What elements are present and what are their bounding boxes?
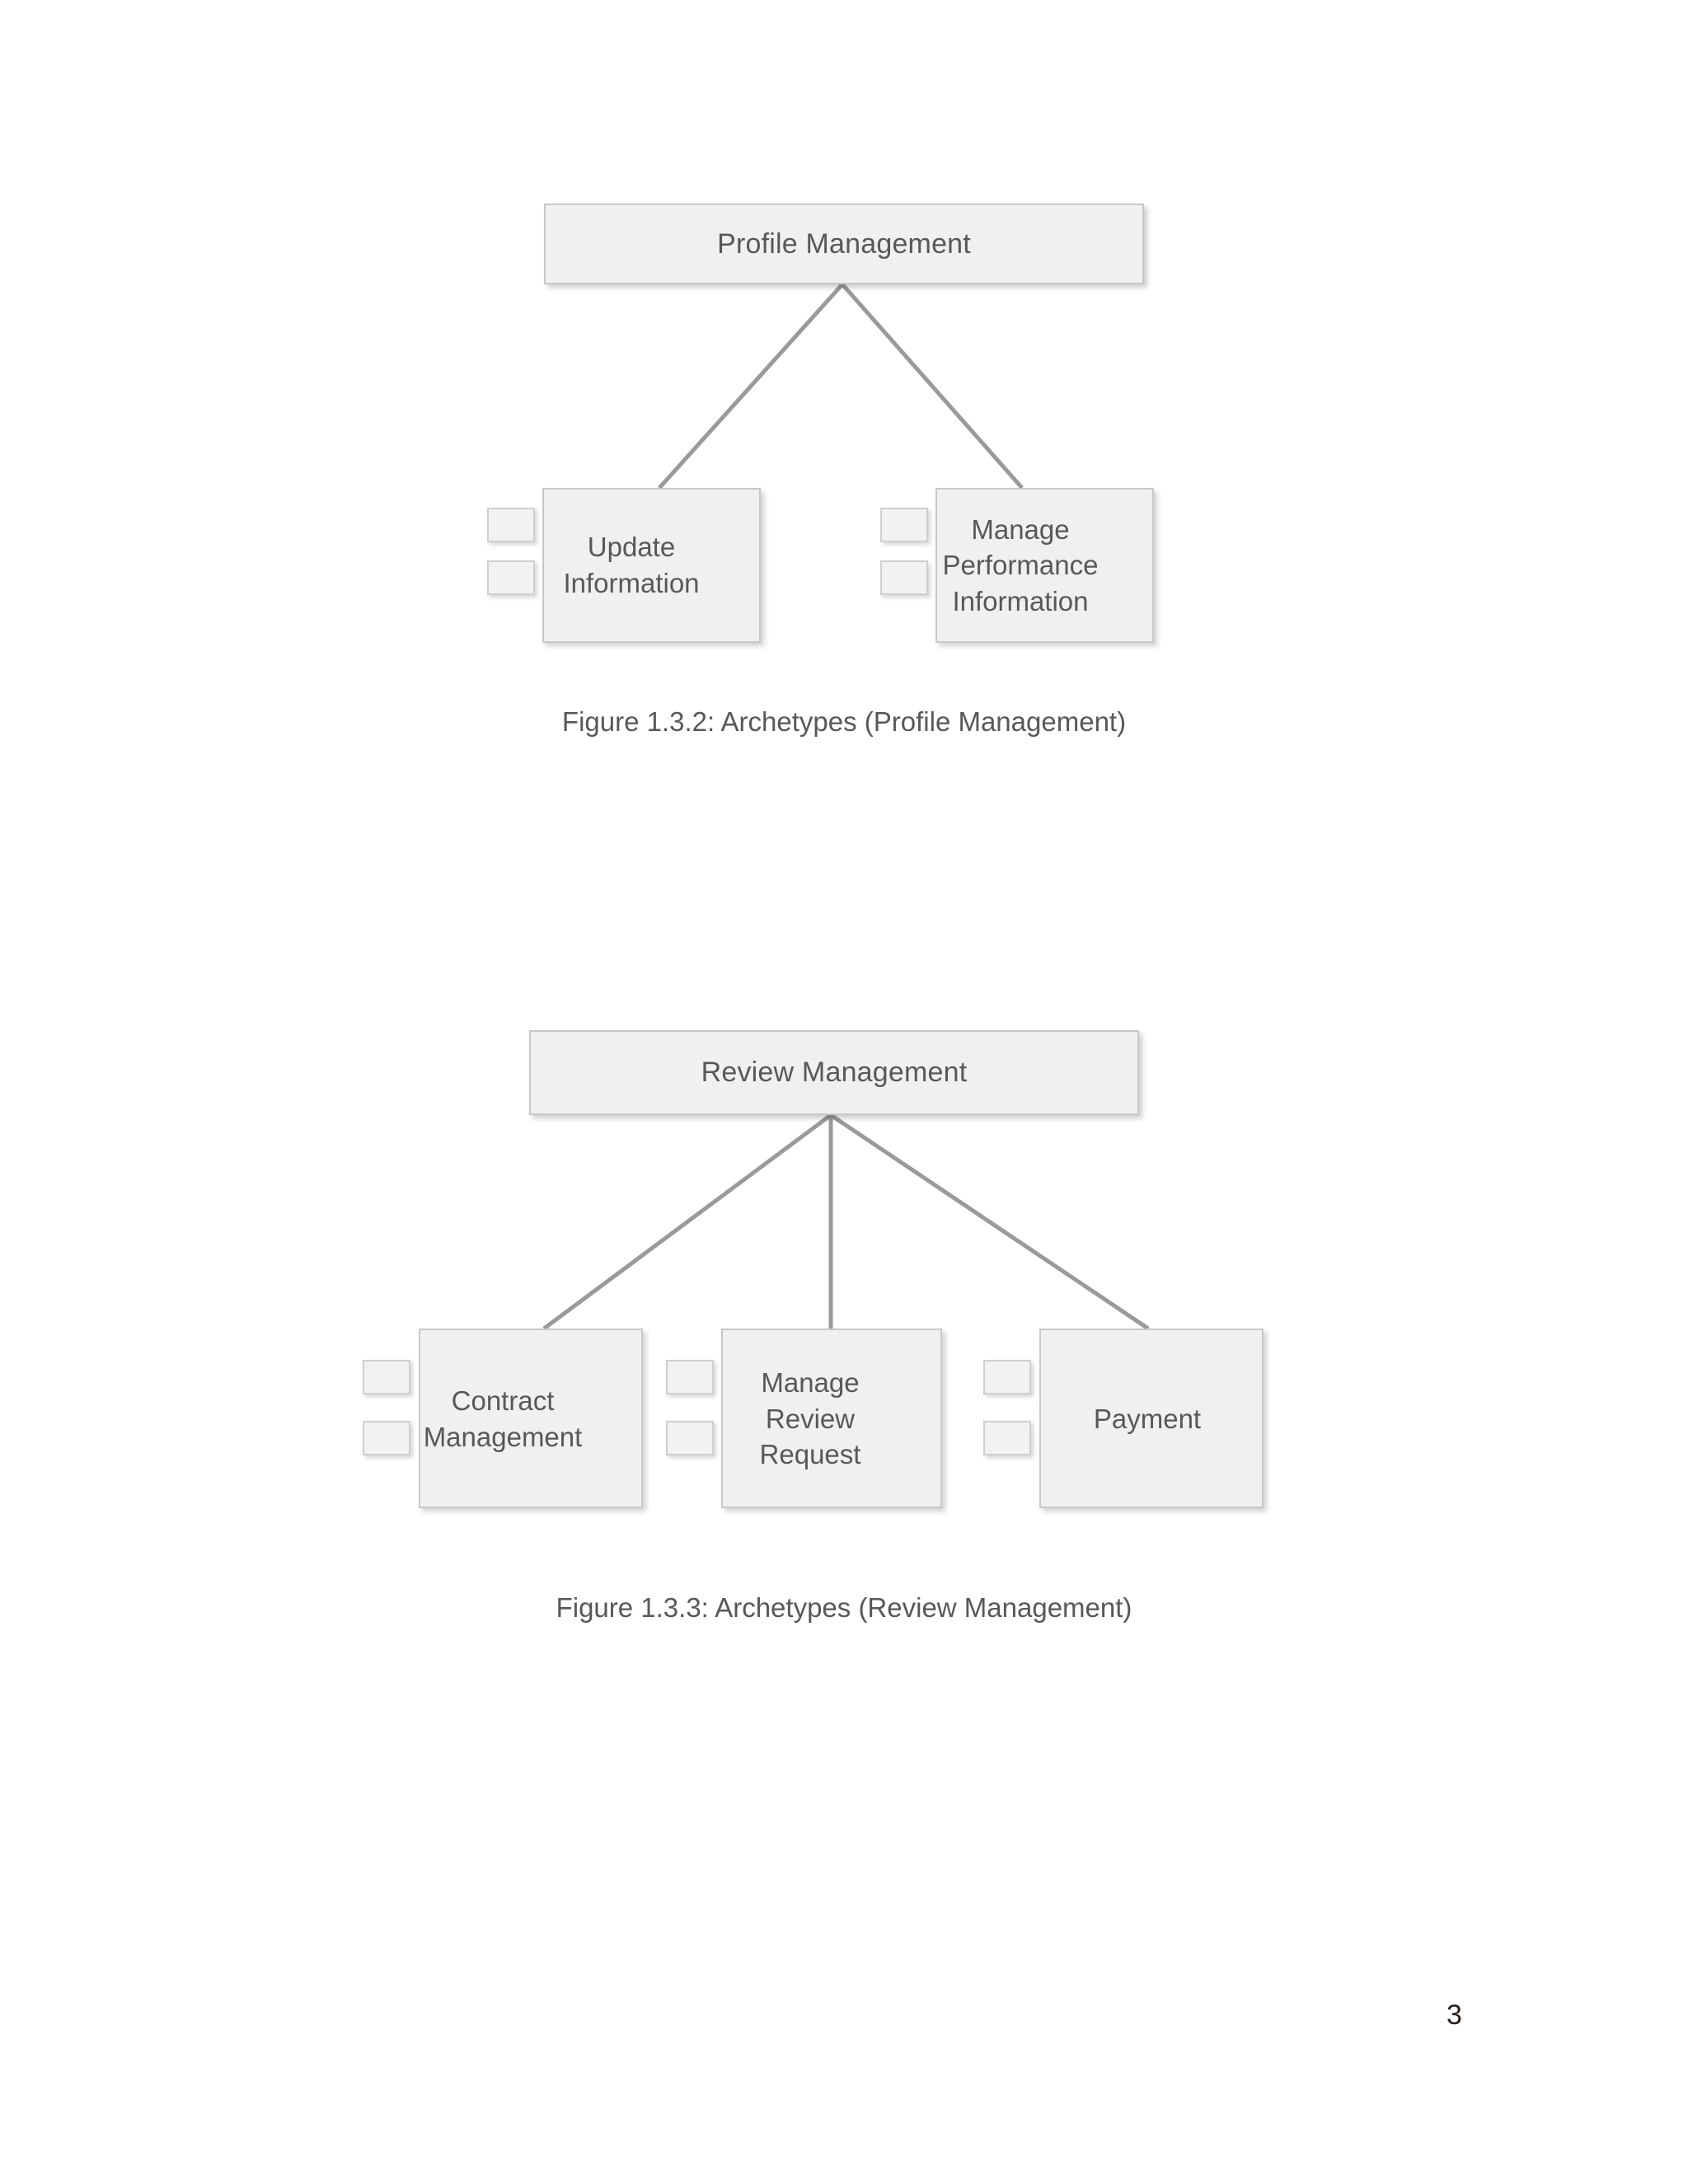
component-port-icon-update-information-2 — [487, 560, 535, 595]
connector-root-to-update-information — [658, 283, 844, 490]
component-payment[interactable]: Payment — [983, 1329, 1264, 1508]
component-update-information[interactable]: Update Information — [487, 488, 761, 643]
connector-root-to-payment — [829, 1113, 1150, 1331]
component-contract-management-body — [419, 1329, 643, 1508]
profile-management-root-label: Profile Management — [717, 227, 971, 260]
profile-management-root-box[interactable]: Profile Management — [544, 204, 1144, 284]
page-number: 3 — [1447, 1999, 1462, 2031]
component-contract-management[interactable]: Contract Management — [363, 1329, 643, 1508]
component-port-icon-update-information-1 — [487, 508, 535, 542]
component-manage-performance-information-body — [935, 488, 1154, 643]
component-update-information-label: Update Information — [563, 532, 700, 598]
component-manage-review-request-body — [721, 1329, 942, 1508]
figure-1-3-3-caption: Figure 1.3.3: Archetypes (Review Managem… — [556, 1592, 1132, 1623]
connector-root-to-manage-performance-information — [841, 283, 1024, 490]
component-manage-performance-information[interactable]: Manage Performance Information — [880, 488, 1154, 643]
connector-root-to-contract-management — [542, 1113, 832, 1331]
review-management-root-label: Review Management — [701, 1057, 968, 1089]
component-port-icon-manage-performance-information-1 — [880, 508, 928, 542]
component-port-icon-contract-management-2 — [363, 1421, 410, 1455]
component-port-icon-manage-performance-information-2 — [880, 560, 928, 595]
component-contract-management-label: Contract Management — [423, 1385, 583, 1452]
component-payment-body — [1039, 1329, 1264, 1508]
component-port-icon-manage-review-request-1 — [666, 1360, 714, 1394]
component-update-information-body — [542, 488, 761, 643]
component-manage-performance-information-label: Manage Performance Information — [942, 513, 1099, 616]
component-port-icon-contract-management-1 — [363, 1360, 410, 1394]
figure-1-3-2-caption: Figure 1.3.2: Archetypes (Profile Manage… — [561, 706, 1127, 737]
component-port-icon-payment-2 — [983, 1421, 1031, 1455]
component-manage-review-request-label: Manage Review Request — [759, 1367, 861, 1470]
component-payment-label: Payment — [1093, 1404, 1202, 1435]
review-management-root-box[interactable]: Review Management — [529, 1030, 1139, 1115]
component-manage-review-request[interactable]: Manage Review Request — [666, 1329, 942, 1508]
figure-1-3-2-connectors — [658, 283, 1024, 490]
component-port-icon-payment-1 — [983, 1360, 1031, 1394]
component-port-icon-manage-review-request-2 — [666, 1421, 714, 1455]
